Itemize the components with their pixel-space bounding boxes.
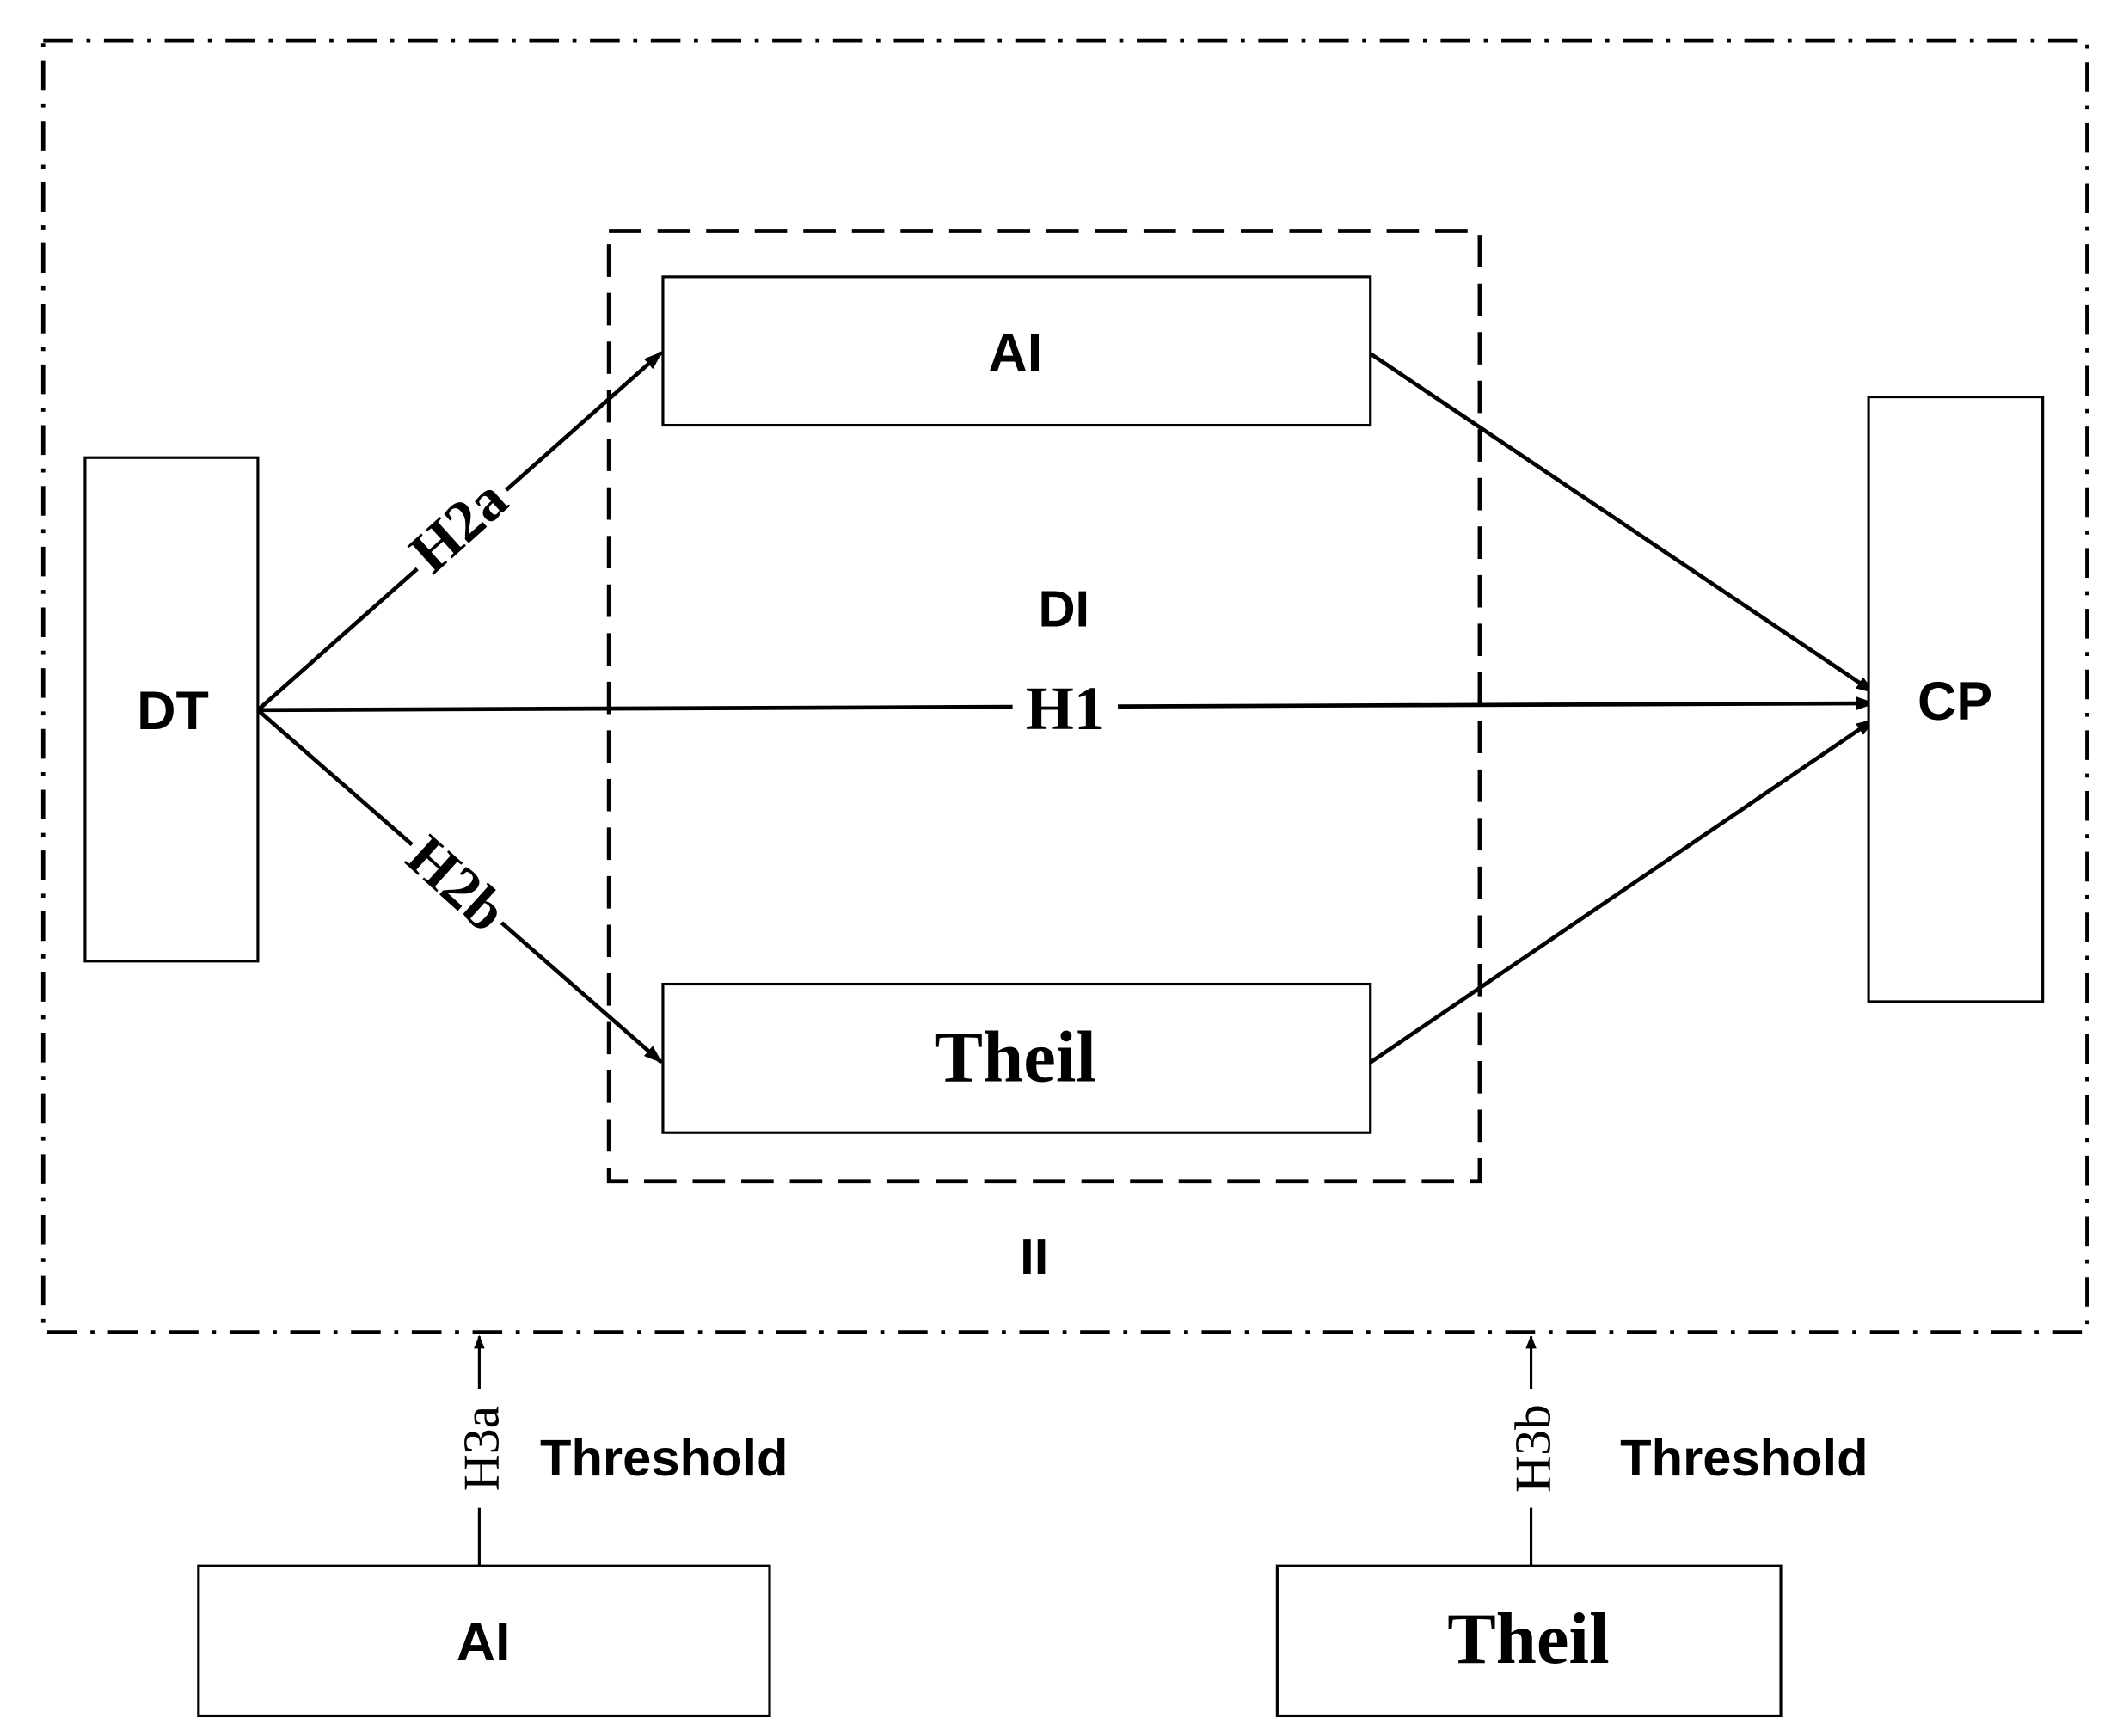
ai-mediator-box [661, 275, 1372, 427]
theil-to-cp-arrow [1369, 717, 1875, 1064]
ai-to-cp-arrow [1369, 352, 1875, 695]
ai-mediator-label: AI [988, 323, 1042, 383]
theil-threshold-box [1275, 1564, 1783, 1718]
di-boundary [606, 229, 1482, 1184]
threshold-label-left: Threshold [540, 1429, 788, 1487]
h2a-label: H2a [396, 465, 519, 585]
theil-mediator-label: Theil [935, 1017, 1096, 1098]
theil-threshold-label: Theil [1447, 1598, 1609, 1679]
dt-box [83, 456, 260, 963]
ai-threshold-box [197, 1564, 771, 1718]
h3b-label: H3b [1505, 1404, 1562, 1493]
cp-label: CP [1918, 672, 1992, 732]
theil-mediator-box [661, 982, 1372, 1134]
cp-box [1867, 396, 2045, 1003]
di-label: DI [1038, 580, 1089, 637]
ii-label: II [1020, 1228, 1048, 1285]
ai-threshold-label: AI [457, 1612, 511, 1672]
dt-label: DT [137, 681, 209, 741]
threshold-label-right: Threshold [1620, 1429, 1868, 1487]
ii-boundary [40, 38, 2089, 1334]
h3a-label: H3a [452, 1406, 509, 1491]
h2b-label: H2b [395, 822, 520, 944]
h1-label: H1 [1026, 674, 1105, 743]
